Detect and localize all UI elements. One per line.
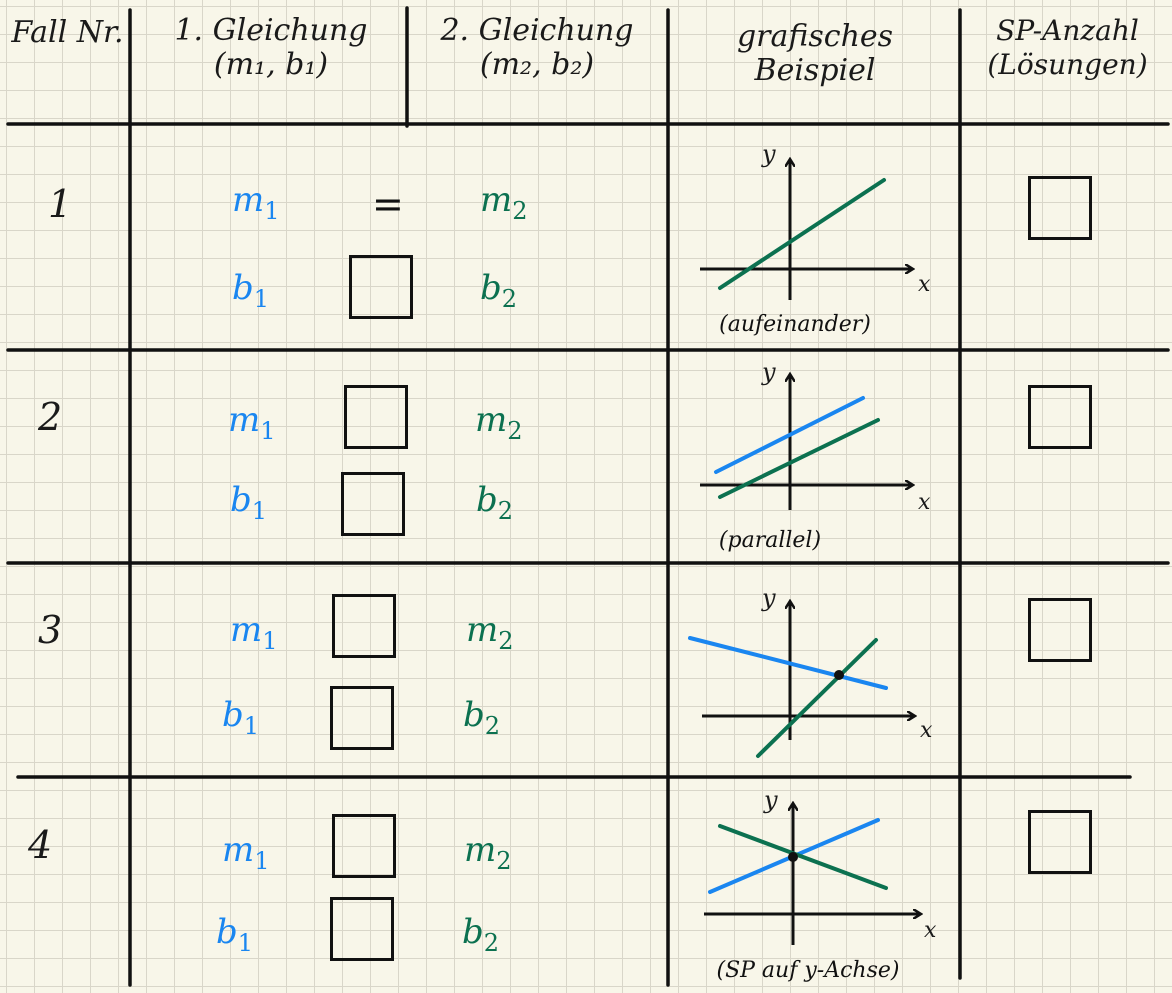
row-2-number: 2 — [38, 395, 63, 439]
row-3-sp-count-box[interactable] — [1028, 598, 1092, 662]
row-2-m-relation-box[interactable] — [344, 385, 408, 449]
row-3-m-relation-box[interactable] — [332, 594, 396, 658]
row-1-m1: m1 — [232, 180, 280, 225]
row-3-b-relation-box[interactable] — [330, 686, 394, 750]
row-3-b1: b1 — [222, 695, 260, 740]
row-3-number: 3 — [38, 608, 63, 652]
row-1-sp-count-box[interactable] — [1028, 176, 1092, 240]
graph-2-line-green — [718, 418, 880, 499]
graph-2 — [700, 375, 912, 510]
row-1-m2: m2 — [480, 180, 528, 225]
graph-2-y-label: y — [762, 358, 776, 386]
row-3-b2: b2 — [463, 695, 501, 740]
row-1-b2: b2 — [480, 268, 518, 313]
graph-3-line-blue — [688, 636, 888, 690]
graph-4-line-green — [718, 824, 888, 890]
row-2-m2: m2 — [475, 400, 523, 445]
graph-1 — [700, 160, 912, 300]
row-4-m1: m1 — [222, 830, 270, 875]
graph-3-line-green — [756, 638, 878, 758]
graph-1-line — [718, 178, 886, 290]
row-3-m1: m1 — [230, 610, 278, 655]
row-4-b-relation-box[interactable] — [330, 897, 394, 961]
graph-1-y-label: y — [762, 140, 776, 168]
row-1-number: 1 — [48, 182, 73, 226]
header-equation-2: 2. Gleichung (m₂, b₂) — [440, 13, 634, 82]
header-sp-count: SP-Anzahl (Lösungen) — [987, 14, 1148, 81]
row-3-m2: m2 — [466, 610, 514, 655]
row-4-b1: b1 — [216, 912, 254, 957]
row-4-number: 4 — [28, 823, 53, 867]
row-4-sp-count-box[interactable] — [1028, 810, 1092, 874]
graph-3-y-label: y — [762, 584, 776, 612]
graph-3-x-label: x — [920, 718, 933, 743]
graph-4 — [704, 804, 920, 945]
graph-2-caption: (parallel) — [718, 528, 822, 553]
header-graphic-example: grafisches Beispiel — [736, 19, 894, 88]
row-1-b-relation-box[interactable] — [349, 255, 413, 319]
row-4-b2: b2 — [462, 912, 500, 957]
graph-4-caption: (SP auf y-Achse) — [716, 958, 900, 983]
graph-4-intersection-point — [788, 852, 798, 862]
graph-3 — [688, 602, 914, 758]
row-2-b-relation-box[interactable] — [341, 472, 405, 536]
header-fall-nr: Fall Nr. — [11, 15, 124, 50]
header-equation-1: 1. Gleichung (m₁, b₁) — [174, 13, 368, 82]
graph-1-x-label: x — [918, 272, 931, 297]
row-1-m-relation: = — [372, 182, 404, 226]
row-2-m1: m1 — [228, 400, 276, 445]
row-2-sp-count-box[interactable] — [1028, 385, 1092, 449]
graph-4-x-label: x — [924, 918, 937, 943]
row-2-b2: b2 — [476, 480, 514, 525]
row-2-b1: b1 — [230, 480, 268, 525]
graph-4-y-label: y — [764, 786, 778, 814]
graph-2-line-blue — [714, 396, 865, 474]
row-4-m2: m2 — [464, 830, 512, 875]
graph-1-caption: (aufeinander) — [719, 312, 871, 337]
row-1-b1: b1 — [232, 268, 270, 313]
row-4-m-relation-box[interactable] — [332, 814, 396, 878]
graph-3-intersection-point — [834, 670, 844, 680]
graph-2-x-label: x — [918, 490, 931, 515]
